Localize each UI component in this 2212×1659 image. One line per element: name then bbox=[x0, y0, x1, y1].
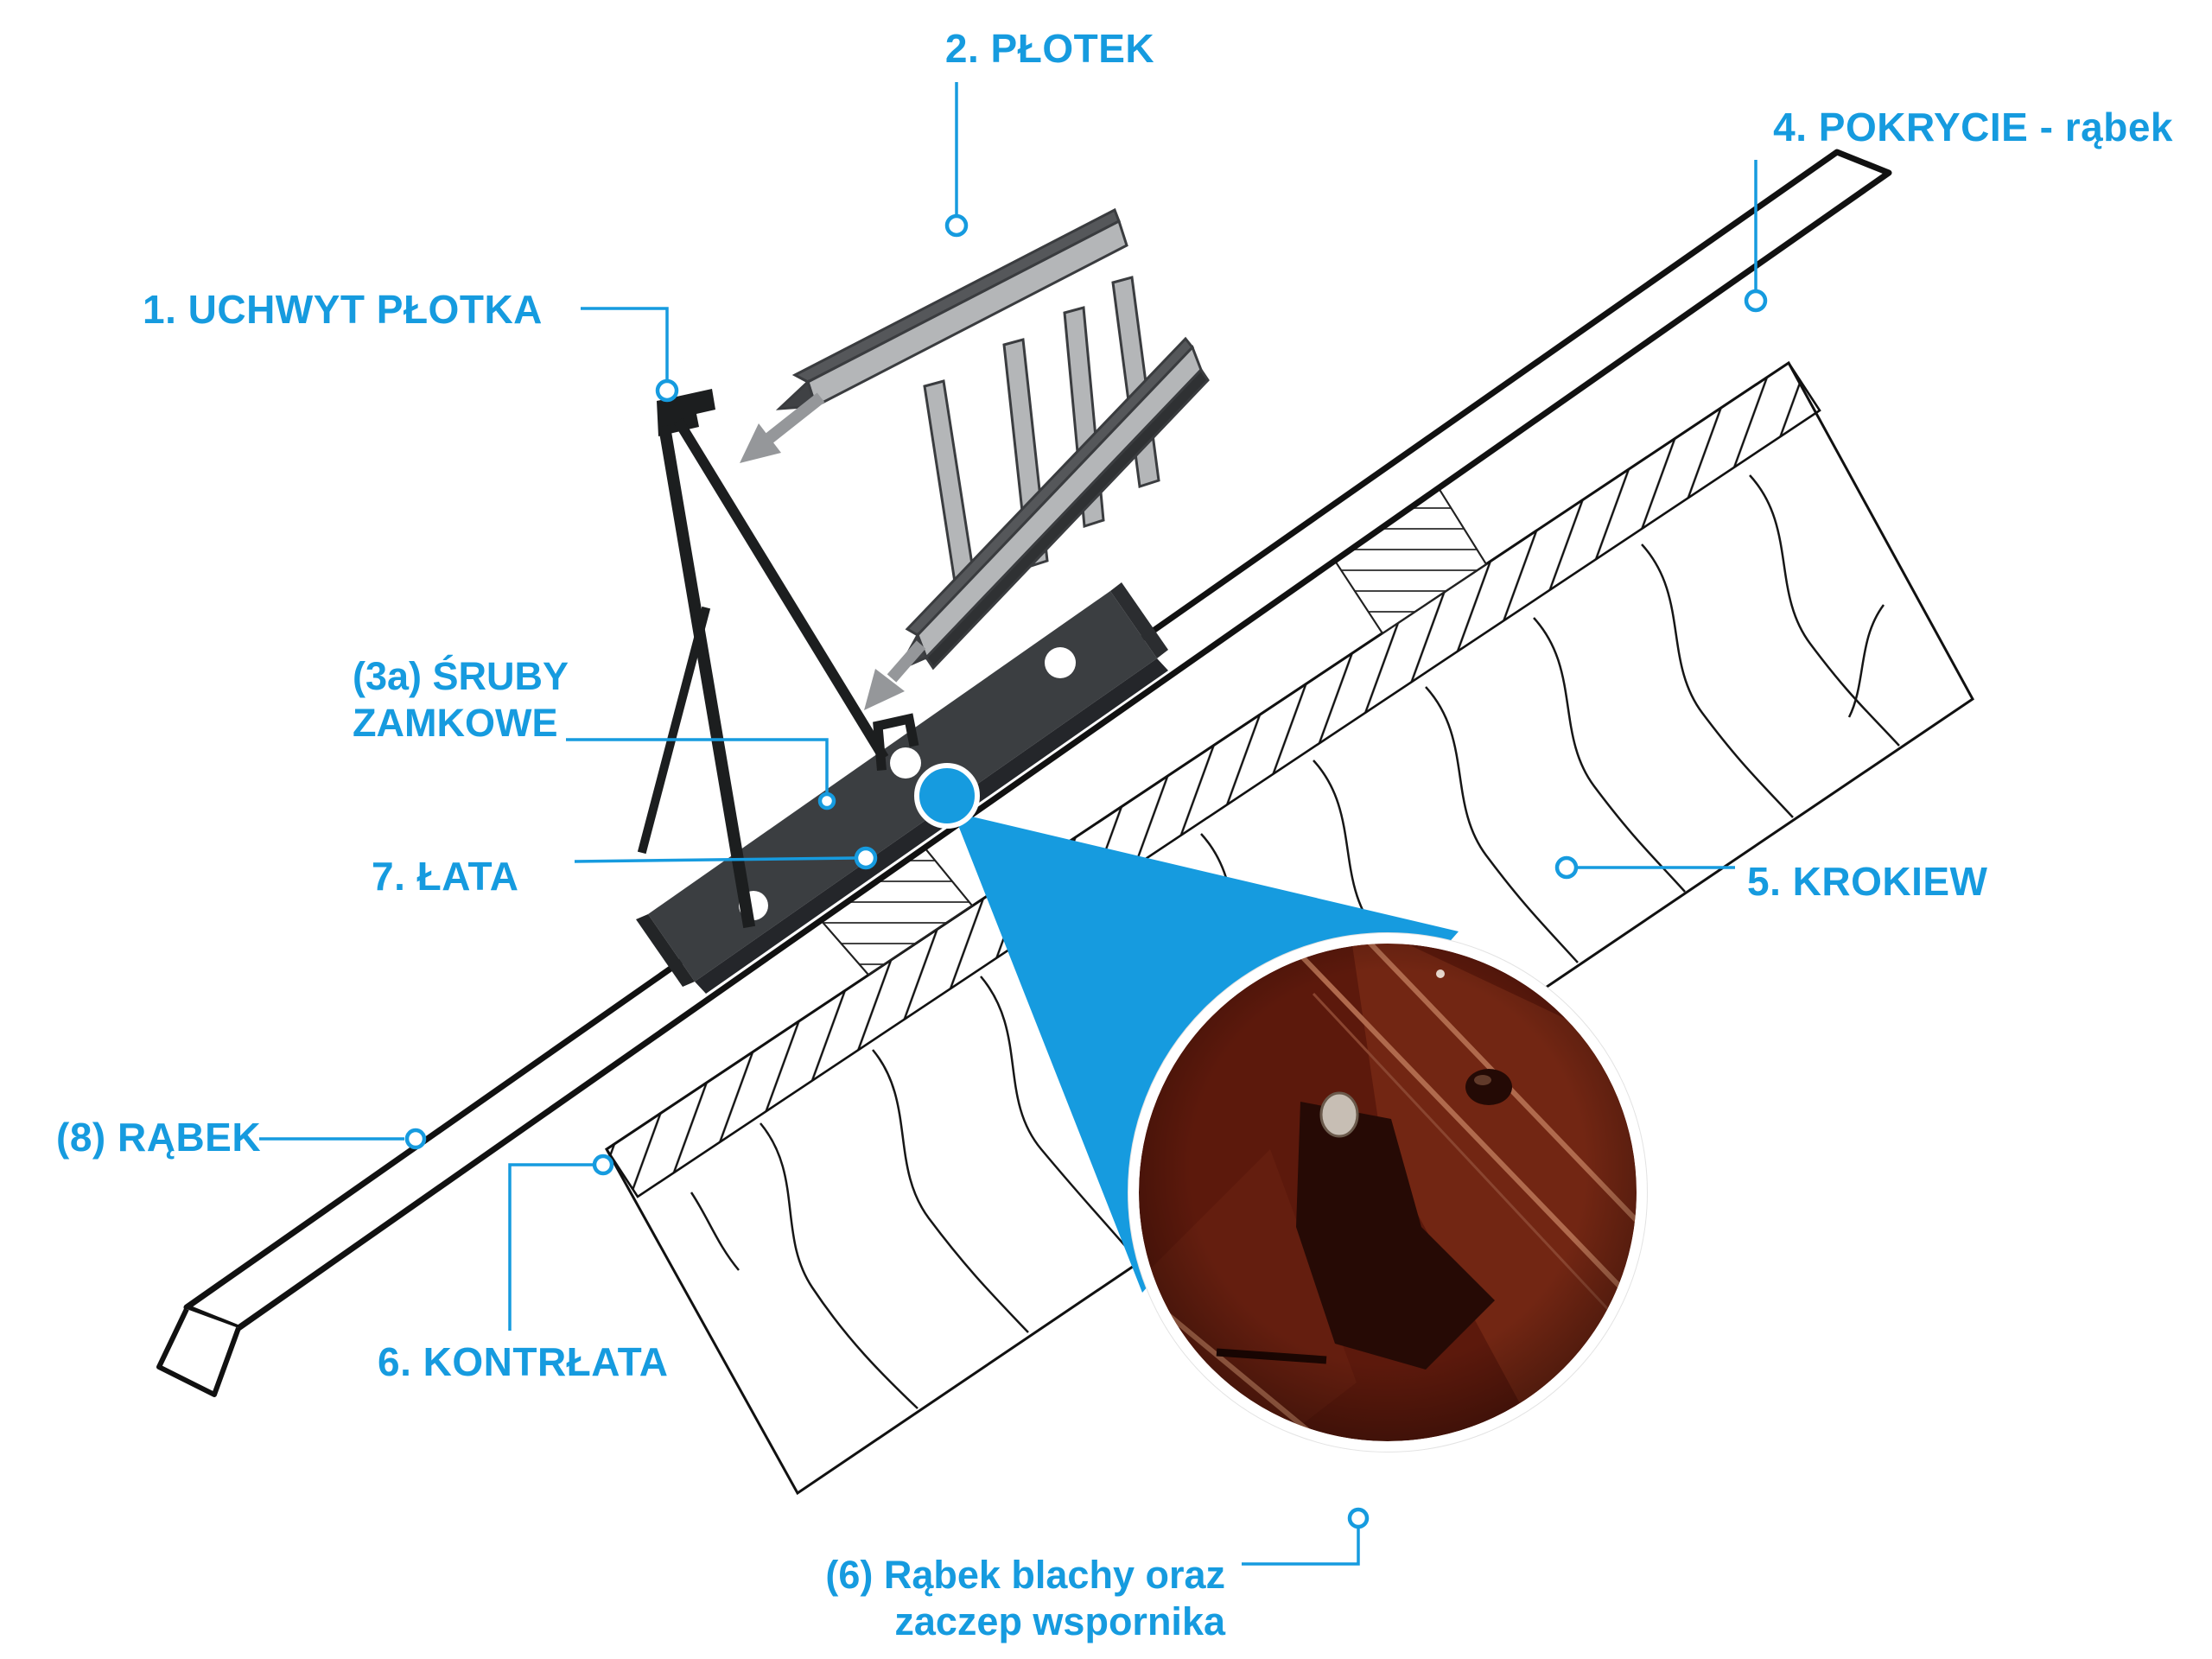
bracket-arm bbox=[673, 417, 889, 761]
bracket-brace bbox=[637, 606, 711, 855]
counter-batten-cut-sections bbox=[819, 486, 1488, 976]
bracket-post bbox=[658, 424, 756, 929]
ring-lata bbox=[854, 846, 878, 870]
fence-bottom-rail bbox=[895, 336, 1210, 673]
batten-end-cap bbox=[1110, 582, 1168, 658]
label-sruby-line2: ZAMKOWE bbox=[353, 701, 557, 745]
leader-uchwyt bbox=[581, 307, 669, 380]
batten-left-cap bbox=[636, 914, 695, 987]
arrow-shaft bbox=[763, 392, 825, 445]
label-detail-line2: zaczep wspornika bbox=[894, 1599, 1226, 1643]
label-pokrycie: 4. POKRYCIE - rąbek bbox=[1773, 105, 2173, 149]
ring-uchwyt bbox=[655, 378, 679, 403]
fence-top-rail bbox=[775, 207, 1128, 410]
batten-lata bbox=[636, 582, 1168, 994]
labels: 2. PŁOTEK 4. POKRYCIE - rąbek 1. UCHWYT … bbox=[56, 26, 2173, 1643]
ring-pokrycie bbox=[1744, 289, 1768, 313]
leader-lines bbox=[259, 82, 1758, 1566]
batten-bottom-bevel bbox=[695, 658, 1168, 994]
label-detail-line1: (6) Rąbek blachy oraz bbox=[825, 1553, 1225, 1597]
label-kontrlata: 6. KONTRŁATA bbox=[378, 1339, 669, 1384]
arrow-head-icon bbox=[864, 669, 905, 710]
label-lata: 7. ŁATA bbox=[372, 854, 518, 899]
ring-sruby bbox=[817, 791, 836, 810]
batten-hole bbox=[890, 747, 921, 779]
leader-detail bbox=[1242, 1529, 1360, 1566]
label-plotek: 2. PŁOTEK bbox=[945, 26, 1154, 71]
detail-photo-circle bbox=[1128, 932, 1648, 1452]
label-rabek: (8) RĄBEK bbox=[56, 1115, 261, 1160]
wood-grain-lines bbox=[690, 474, 1900, 1453]
arrow-head-icon bbox=[740, 423, 781, 463]
ring-detail bbox=[1347, 1507, 1370, 1529]
ring-rabek bbox=[404, 1128, 427, 1150]
ring-plotek bbox=[944, 213, 969, 238]
detail-photo-content bbox=[1139, 944, 1637, 1441]
zoom-origin-dot bbox=[914, 763, 980, 829]
leader-rings bbox=[404, 213, 1768, 1529]
batten-hole bbox=[1045, 647, 1076, 678]
label-krokiew: 5. KROKIEW bbox=[1747, 859, 1988, 904]
sheet-end-fold bbox=[156, 1307, 241, 1397]
leader-lata bbox=[574, 856, 856, 863]
bracket-seam-hook bbox=[873, 713, 919, 771]
ring-krokiew bbox=[1554, 855, 1579, 880]
snow-fence bbox=[740, 207, 1210, 710]
label-uchwyt: 1. UCHWYT PŁOTKA bbox=[143, 287, 543, 332]
ring-kontrlata bbox=[592, 1154, 614, 1176]
slide-arrows bbox=[740, 392, 926, 710]
arrow-shaft bbox=[887, 640, 926, 683]
leader-sruby bbox=[566, 738, 829, 792]
label-sruby-line1: (3a) ŚRUBY bbox=[353, 654, 569, 698]
leader-kontrlata bbox=[508, 1163, 593, 1331]
